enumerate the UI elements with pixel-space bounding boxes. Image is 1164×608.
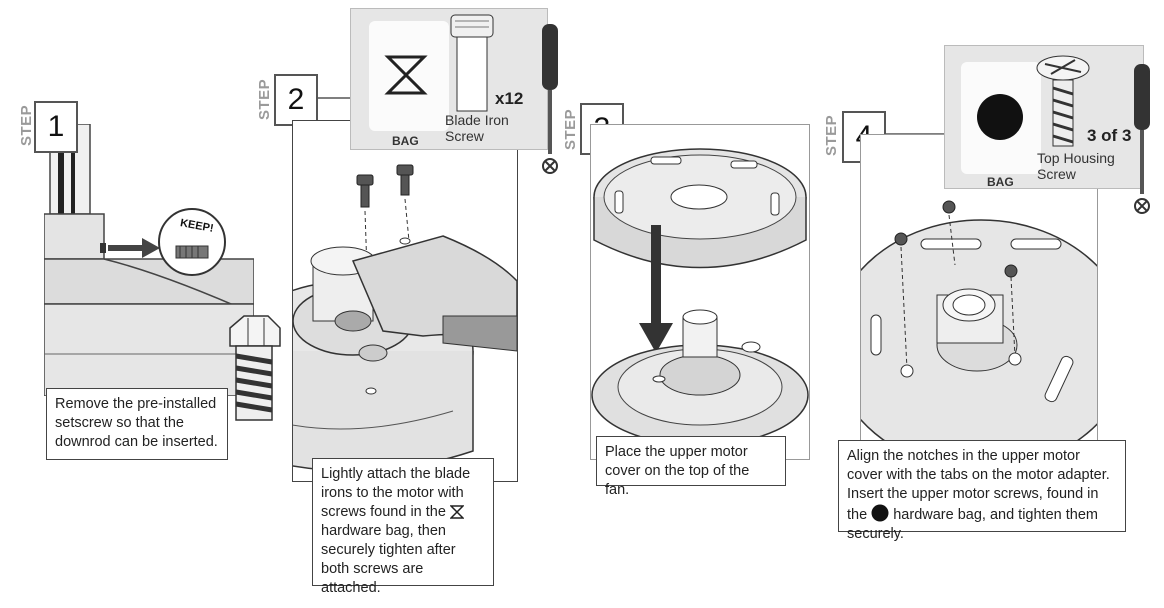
step-4-part-line2: Screw bbox=[1037, 166, 1076, 182]
step-2-part-line2: Screw bbox=[445, 128, 484, 144]
bag-label: BAG bbox=[987, 175, 1014, 189]
setscrew-illustration bbox=[229, 315, 281, 421]
step-2-connector bbox=[316, 97, 352, 99]
filled-circle-icon bbox=[977, 94, 1023, 140]
step-3-illustration bbox=[590, 124, 810, 460]
step-1-illustration: KEEP! bbox=[44, 124, 254, 396]
step-1-tag: STEP bbox=[18, 104, 35, 146]
step-2-caption: Lightly attach the blade irons to the mo… bbox=[312, 458, 494, 596]
hourglass-icon bbox=[384, 55, 428, 95]
step-2-quantity: x12 bbox=[495, 89, 524, 108]
step-1-caption: Remove the pre-installed setscrew so tha… bbox=[46, 388, 228, 460]
blade-iron-screw-icon bbox=[450, 14, 494, 112]
step-2-illustration bbox=[292, 120, 518, 482]
step-4-caption-part2: hardware bag, and tighten them securely. bbox=[847, 507, 1098, 542]
step-2-hardware-box: BAG x12 Blade Iron Screw bbox=[350, 8, 548, 150]
step-4-tag: STEP bbox=[823, 114, 840, 156]
step-3-tag: STEP bbox=[562, 108, 579, 150]
step-2-part-line1: Blade Iron bbox=[445, 112, 509, 128]
top-housing-screw-icon bbox=[1036, 55, 1090, 147]
step-2-number: 2 bbox=[274, 74, 318, 126]
step-4-part-line1: Top Housing bbox=[1037, 150, 1115, 166]
step-4-quantity: 3 of 3 bbox=[1087, 126, 1132, 145]
screwdriver-icon bbox=[1134, 64, 1150, 214]
step-4-hardware-box: BAG 3 of 3 Top Housing Screw bbox=[944, 45, 1144, 189]
step-3-caption: Place the upper motor cover on the top o… bbox=[596, 436, 786, 498]
step-2-caption-part1: Lightly attach the blade irons to the mo… bbox=[321, 466, 471, 520]
filled-circle-inline-icon bbox=[871, 504, 889, 522]
step-4-caption: Align the notches in the upper motor cov… bbox=[838, 440, 1126, 542]
hourglass-inline-icon bbox=[449, 505, 464, 519]
step-4-caption-part1: Align the notches in the upper motor cov… bbox=[847, 448, 1110, 523]
screwdriver-icon bbox=[542, 24, 558, 174]
step-2-caption-part2: hardware bag, then securely tighten afte… bbox=[321, 523, 456, 596]
step-1-number: 1 bbox=[34, 101, 78, 153]
bag-label: BAG bbox=[392, 134, 419, 148]
step-2-tag: STEP bbox=[256, 78, 273, 120]
